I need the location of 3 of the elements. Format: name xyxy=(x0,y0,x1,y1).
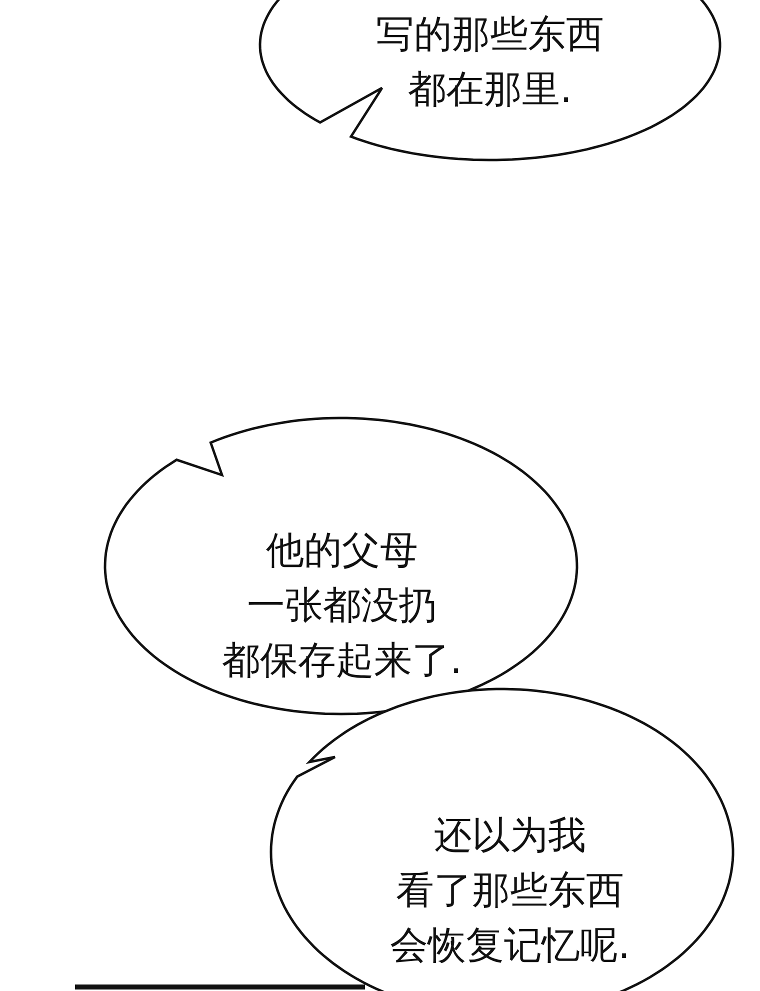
speech-text: 他的父母一张都没扔都保存起来了. xyxy=(222,526,462,684)
speech-text: 还以为我看了那些东西会恢复记忆呢. xyxy=(390,812,630,968)
speech-text: 写的那些东西都在那里. xyxy=(376,11,604,113)
